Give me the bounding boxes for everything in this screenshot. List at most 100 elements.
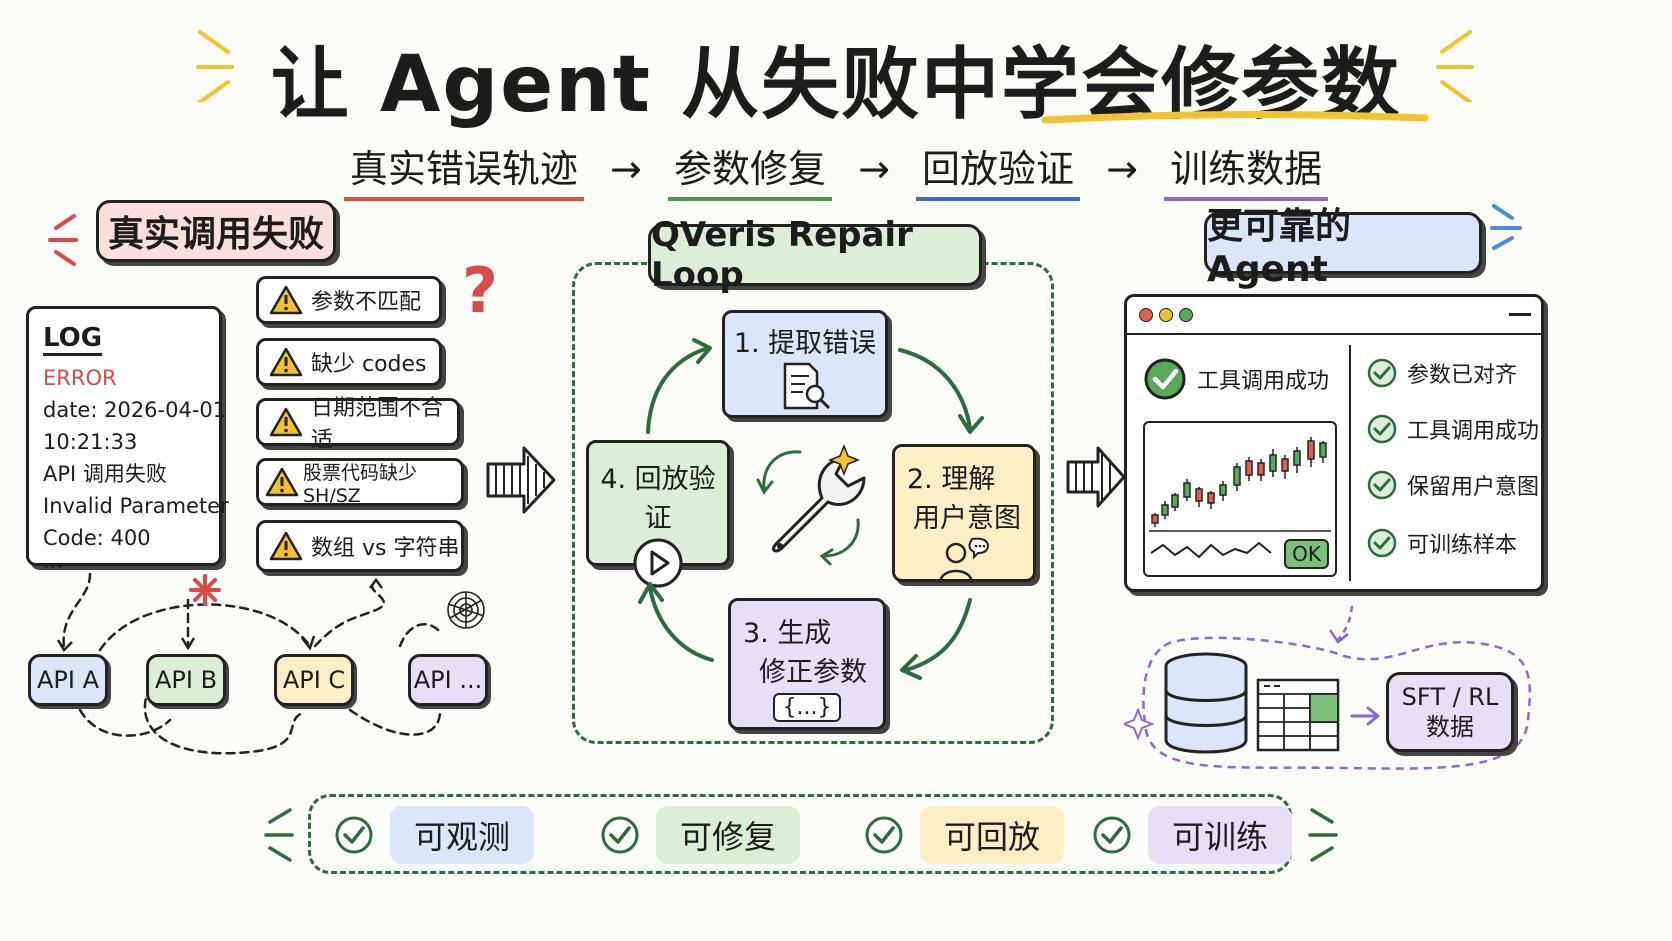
loop-step-extract-errors: 1. 提取错误 [722,310,888,418]
check-circle-icon [1367,470,1397,500]
loop-step-label: 修正参数 [759,657,867,688]
log-panel: LOG ERROR date: 2026-04-01 10:21:33 API … [26,306,229,573]
check-circle-icon [1367,358,1397,388]
pipeline-step: 参数修复 [667,138,832,201]
warning-icon [265,467,299,497]
loop-step-replay-verify: 4. 回放验证 [586,440,730,588]
error-tag: 数组 vs 字符串 [256,520,464,572]
check-item-label: 工具调用成功 [1407,419,1540,444]
big-arrow-icon [1066,446,1126,508]
heading-spark-left [48,214,78,266]
question-mark-icon: ? [462,254,498,327]
check-item-label: 可训练样本 [1407,533,1518,558]
check-circle-icon [335,816,373,854]
play-icon [633,538,683,588]
window-menu-icon[interactable] [1509,313,1531,316]
check-circle-icon [1093,816,1131,854]
log-line: ... [43,549,64,573]
candlestick-chart-svg [1149,437,1331,559]
check-item: 工具调用成功 [1367,413,1539,445]
error-tag-label: 日期范围不合适 [311,396,444,453]
spreadsheet-icon [1256,678,1340,752]
window-divider [1349,345,1351,581]
loop-step-label: 用户意图 [913,503,1021,534]
success-status: 工具调用成功 [1143,357,1329,401]
property-label: 可训练 [1148,806,1293,864]
title-spark-left [196,30,234,102]
dataset-frame [1124,605,1532,770]
user-thinking-icon [938,537,990,584]
loop-arrows [638,338,984,680]
arrow-icon: → [858,147,890,191]
property-label: 可观测 [390,806,535,864]
check-item: 可训练样本 [1367,527,1517,559]
log-line: Code: 400 [43,526,151,550]
api-node: API C [274,654,354,706]
check-circle-icon [1144,358,1186,400]
loop-step-label: 2. 理解 [907,464,996,495]
error-tag-label: 数组 vs 字符串 [311,536,460,561]
log-line: date: 2026-04-01 [43,398,227,422]
check-item-label: 参数已对齐 [1407,363,1518,388]
check-circle-icon [601,816,639,854]
log-header: LOG [43,323,103,356]
check-circle-icon [1367,414,1397,444]
api-node: API ... [408,654,488,706]
api-connections [56,572,485,755]
check-item: 参数已对齐 [1367,357,1517,389]
section-heading-failures: 真实调用失败 [96,200,336,262]
title-spark-right [1436,30,1474,102]
section-heading-repair-loop: QVeris Repair Loop [648,215,982,295]
big-arrow-icon [486,446,556,514]
warning-icon [269,531,303,561]
properties-spark-left [264,808,294,862]
heading-spark-right [1490,204,1522,250]
properties-spark-right [1308,808,1338,862]
dataset-badge: SFT / RL 数据 [1386,672,1514,752]
warning-icon [269,407,303,437]
property-observable: 可观测 [334,806,535,864]
success-label: 工具调用成功 [1197,369,1330,394]
dataset-label: SFT / RL [1401,683,1499,711]
api-node: API B [146,654,226,706]
log-line: 10:21:33 [43,430,138,454]
error-tag: 缺少 codes [256,338,442,386]
window-maximize-icon[interactable] [1179,308,1193,322]
property-replayable: 可回放 [864,806,1065,864]
pipeline-subtitle: 真实错误轨迹 → 参数修复 → 回放验证 → 训练数据 [0,138,1672,201]
candlestick-chart: OK [1143,421,1337,577]
window-titlebar [1127,297,1541,335]
error-tag-label: 缺少 codes [311,352,427,377]
error-tag: 参数不匹配 [256,276,442,324]
sparkle-icon [827,443,861,477]
check-circle-icon [1367,528,1397,558]
property-label: 可回放 [920,806,1065,864]
property-repairable: 可修复 [600,806,801,864]
pipeline-step: 回放验证 [916,138,1081,201]
window-close-icon[interactable] [1139,308,1153,322]
property-label: 可修复 [656,806,801,864]
code-braces-icon: {...} [772,693,842,722]
arrow-icon: → [1106,147,1138,191]
loop-step-generate-params: 3. 生成 修正参数 {...} [728,598,886,730]
error-tag-label: 参数不匹配 [311,290,422,315]
check-item: 保留用户意图 [1367,469,1539,501]
loop-step-label: 1. 提取错误 [733,328,877,359]
window-minimize-icon[interactable] [1159,308,1173,322]
log-line: API 调用失败 [43,462,167,486]
loop-step-label: 3. 生成 [743,618,832,649]
dataset-label: 数据 [1426,713,1474,741]
document-search-icon [783,362,831,410]
log-line: Invalid Parameter [43,494,229,518]
error-tag-label: 股票代码缺少 SH/SZ [303,461,418,507]
agent-window: 工具调用成功 OK [1124,294,1544,592]
warning-icon [269,285,303,315]
loop-step-label: 4. 回放验证 [600,464,716,534]
pipeline-step: 真实错误轨迹 [343,138,584,201]
wrench-icon [772,456,866,553]
arrow-icon: → [610,147,642,191]
loop-step-understand-intent: 2. 理解 用户意图 [892,444,1036,584]
api-node: API A [28,654,108,706]
log-error: ERROR [43,366,117,390]
pipeline-step: 训练数据 [1164,138,1329,201]
